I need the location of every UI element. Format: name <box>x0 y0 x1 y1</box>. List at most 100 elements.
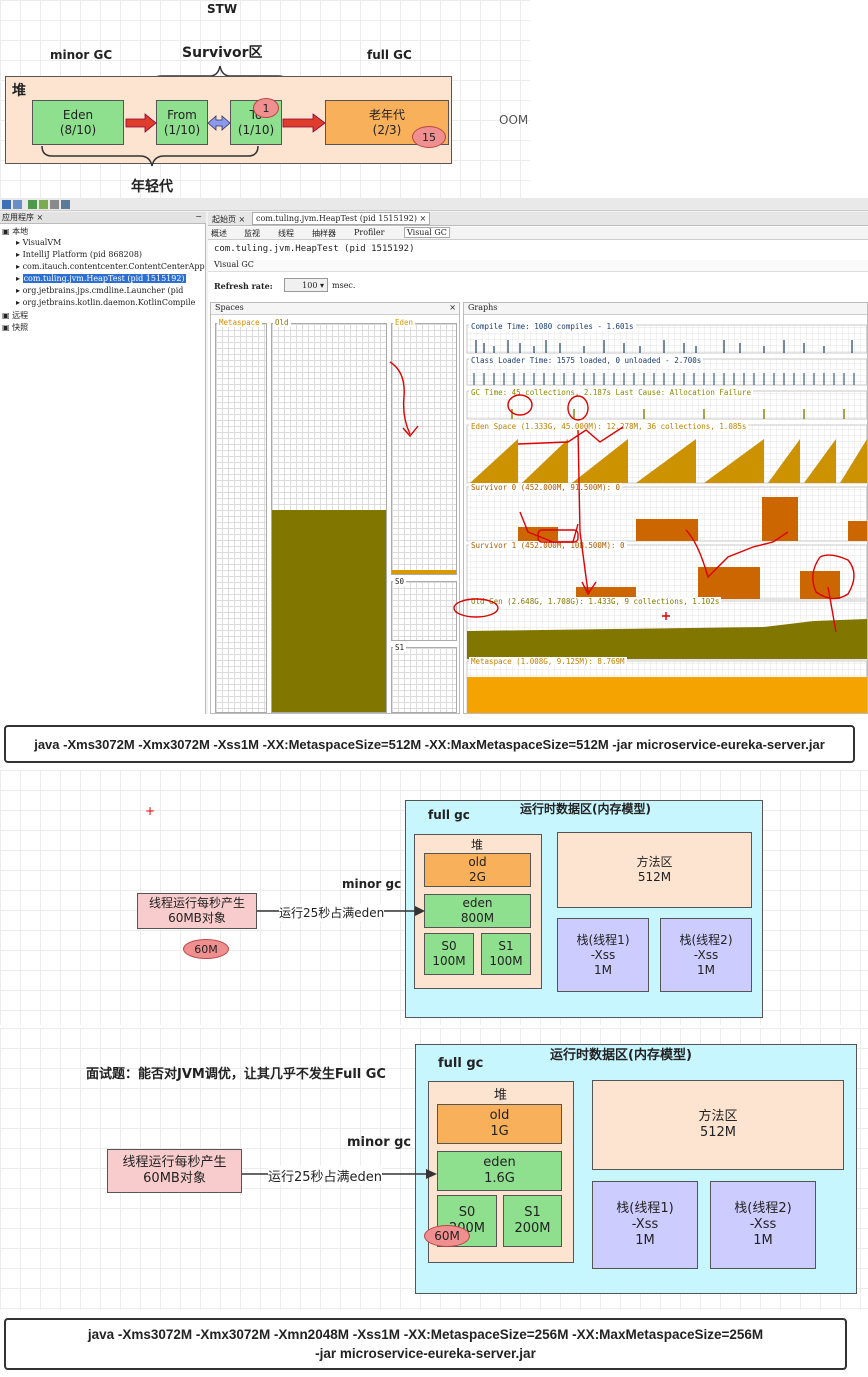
to-age-badge: 1 <box>253 98 279 118</box>
badge-60m-1: 60M <box>183 939 229 959</box>
tree-item-launcher[interactable]: ▸ org.jetbrains.jps.cmdline.Launcher (pi… <box>16 286 184 295</box>
survivor0-block <box>636 519 698 541</box>
visual-gc-section-label: Visual GC <box>208 260 868 272</box>
full-gc-label: full GC <box>367 48 412 62</box>
tree-item-kotlin[interactable]: ▸ org.jetbrains.kotlin.daemon.KotlinComp… <box>16 298 196 307</box>
tab-start-page[interactable]: 起始页 × <box>212 215 246 224</box>
applications-tab[interactable]: 应用程序 × − <box>0 212 206 224</box>
survivor-label: Survivor区 <box>182 45 263 61</box>
view-subtabs: 概述 监视 线程 抽样器 Profiler Visual GC <box>208 227 868 240</box>
young-brace <box>41 145 259 167</box>
eden-sawtooth <box>522 439 568 483</box>
main-toolbar <box>0 198 868 211</box>
subtab-threads[interactable]: 线程 <box>278 229 294 238</box>
stw-label: STW <box>207 2 238 16</box>
old-gen-value: (2/3) <box>372 122 402 137</box>
spaces-header: Spaces <box>211 303 459 315</box>
subtab-monitor[interactable]: 监视 <box>244 229 260 238</box>
old-gen-name: 老年代 <box>368 107 405 122</box>
cursor-marker-icon: + <box>145 804 156 818</box>
refresh-rate-label: Refresh rate: <box>214 281 273 291</box>
graph-title-survivor1: Survivor 1 (452.000M, 108.500M): 0 <box>469 541 627 550</box>
from-to-swap-arrow <box>207 115 231 131</box>
eden-column <box>391 323 457 575</box>
fill-eden-label-2: 运行25秒占满eden <box>268 1166 383 1185</box>
graph-title-gctime: GC Time: 45 collections, 2.187s Last Cau… <box>469 388 753 397</box>
runtime-title-1: 运行时数据区(内存模型) <box>520 802 651 816</box>
minimize-icon[interactable]: − <box>195 212 202 221</box>
eden-value: (8/10) <box>59 122 97 137</box>
tree-remote[interactable]: ▣ 远程 <box>2 311 29 320</box>
fill-eden-label-1: 运行25秒占满eden <box>279 904 385 921</box>
toolbar-icon-2[interactable] <box>13 200 22 209</box>
subtab-overview[interactable]: 概述 <box>211 229 227 238</box>
app-title: com.tuling.jvm.HeapTest (pid 1515192) <box>214 244 415 254</box>
tab-heaptest[interactable]: com.tuling.jvm.HeapTest (pid 1515192) × <box>252 212 431 225</box>
full-gc-label-2: full gc <box>438 1056 484 1071</box>
command-line-2-text-line2: -jar microservice-eureka-server.jar <box>315 1346 536 1361</box>
eden-sawtooth <box>704 439 764 483</box>
s1-column <box>391 647 457 713</box>
interview-question: 面试题：能否对JVM调优，让其几乎不发生Full GC <box>86 1067 386 1082</box>
oldgen-fill <box>467 619 867 659</box>
eden-sawtooth <box>804 439 836 483</box>
heap-label: 堆 <box>12 83 26 99</box>
toolbar-icon-3[interactable] <box>28 200 37 209</box>
heap-label-1: 堆 <box>471 838 484 852</box>
gc-diagram: STW minor GC Survivor区 full GC 堆 Eden (8… <box>0 0 530 198</box>
survivor1-block <box>698 567 760 599</box>
refresh-rate-unit: msec. <box>332 281 356 290</box>
tree-item-heaptest-selected[interactable]: ▸ com.tuling.jvm.HeapTest (pid 1515192) <box>16 274 186 283</box>
heap-label-2: 堆 <box>494 1088 508 1103</box>
old-used-fill <box>272 510 386 712</box>
graph-title-oldgen: Old Gen (2.648G, 1.708G): 1.433G, 9 coll… <box>469 597 722 606</box>
tree-item-visualvm[interactable]: ▸ VisualVM <box>16 238 62 247</box>
graph-title-survivor0: Survivor 0 (452.000M, 91.500M): 0 <box>469 483 623 492</box>
toolbar-icon-1[interactable] <box>2 200 11 209</box>
eden-sawtooth <box>840 439 867 483</box>
memory-model-2: 面试题：能否对JVM调优，让其几乎不发生Full GC 运行时数据区(内存模型)… <box>0 1028 868 1310</box>
subtab-profiler[interactable]: Profiler <box>354 228 385 237</box>
tree-local[interactable]: ▣ 本地 <box>2 227 29 236</box>
spaces-panel: Spaces × Metaspace Old Eden S0 S1 <box>210 302 460 714</box>
s0-space-label: S0 <box>393 577 407 586</box>
toolbar-icon-5[interactable] <box>50 200 59 209</box>
old-space-label: Old <box>273 318 291 327</box>
minor-gc-label: minor GC <box>50 48 113 62</box>
eden-name: Eden <box>62 107 94 122</box>
subtab-visualgc[interactable]: Visual GC <box>404 227 450 238</box>
survivor0-block <box>762 497 798 541</box>
document-tabs: 起始页 × com.tuling.jvm.HeapTest (pid 15151… <box>208 212 868 226</box>
tree-item-intellij[interactable]: ▸ IntelliJ Platform (pid 868208) <box>16 250 143 259</box>
red-annotations <box>389 361 855 633</box>
applications-panel: 应用程序 × − ▣ 本地 ▸ VisualVM ▸ IntelliJ Plat… <box>0 212 206 714</box>
monitor-panel: 起始页 × com.tuling.jvm.HeapTest (pid 15151… <box>208 212 868 714</box>
metaspace-fill <box>467 677 867 713</box>
old-age-badge: 15 <box>412 126 446 148</box>
toolbar-icon-4[interactable] <box>39 200 48 209</box>
tree-snapshot[interactable]: ▣ 快照 <box>2 323 29 332</box>
metaspace-space-label: Metaspace <box>217 318 262 327</box>
metaspace-column <box>215 323 267 713</box>
command-line-1: java -Xms3072M -Xmx3072M -Xss1M -XX:Meta… <box>4 725 855 763</box>
runtime-title-2: 运行时数据区(内存模型) <box>550 1048 692 1063</box>
eden-sawtooth <box>636 439 696 483</box>
s0-column <box>391 581 457 641</box>
subtab-sampler[interactable]: 抽样器 <box>312 229 336 238</box>
spaces-close-icon[interactable]: × <box>449 303 456 312</box>
refresh-rate-select[interactable]: 100 ▾ <box>284 278 328 292</box>
s1-space-label: S1 <box>393 643 407 652</box>
graph-title-compile: Compile Time: 1080 compiles - 1.601s <box>469 322 636 331</box>
close-icon[interactable]: × <box>36 213 44 222</box>
tree-item-contentcenter[interactable]: ▸ com.itauch.contentcenter.ContentCenter… <box>16 262 205 271</box>
toolbar-icon-6[interactable] <box>61 200 70 209</box>
